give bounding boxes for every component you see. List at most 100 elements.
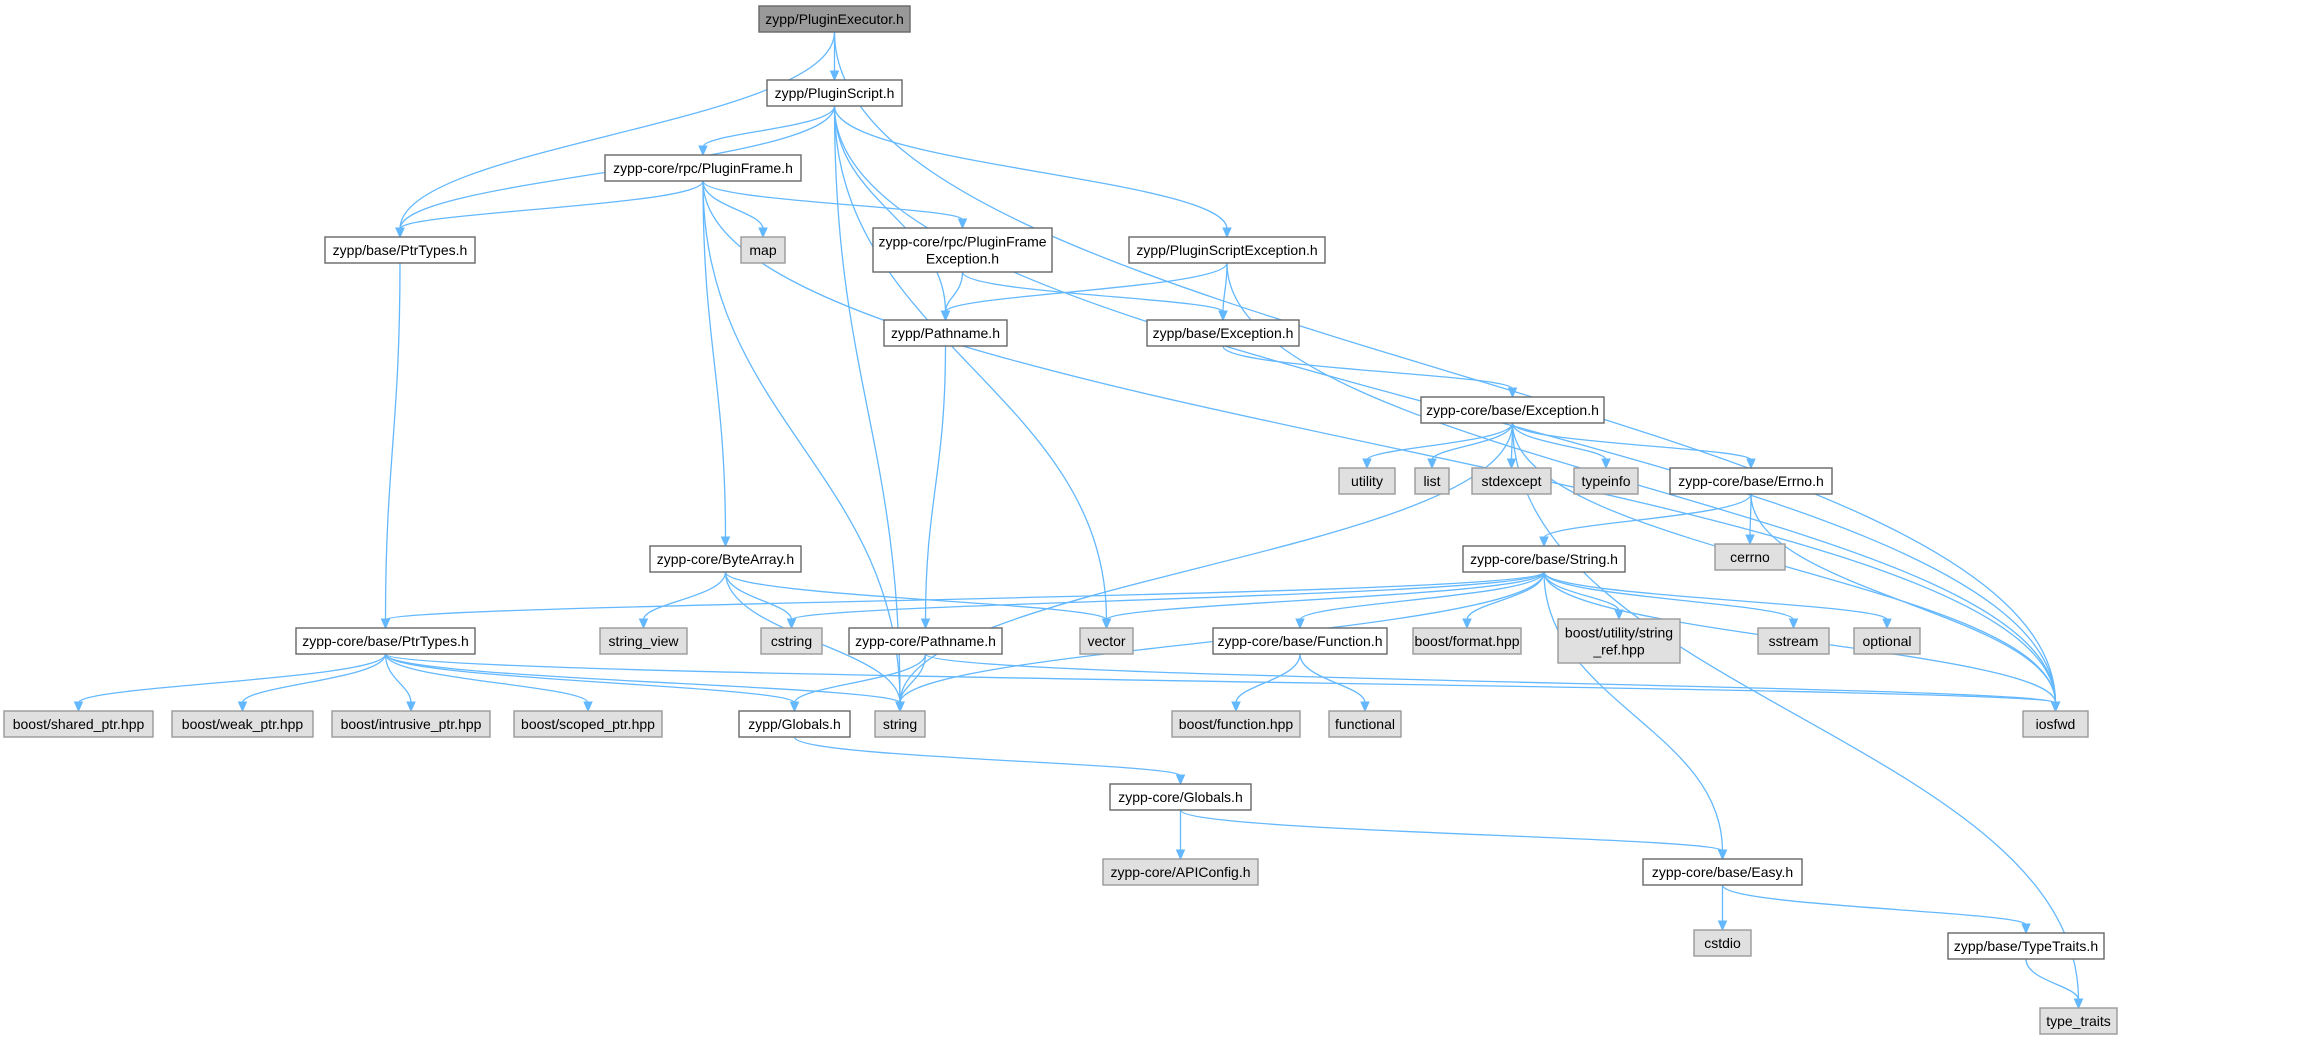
include-edge bbox=[1179, 809, 1724, 852]
node-box bbox=[1714, 543, 1786, 571]
node-box bbox=[760, 627, 823, 655]
node-type-traits: type_traits bbox=[2039, 1007, 2118, 1035]
node-typeinfo: typeinfo bbox=[1573, 467, 1639, 495]
include-edge bbox=[790, 571, 1545, 621]
edge-arrowhead bbox=[1222, 227, 1232, 239]
edge-arrowhead bbox=[2050, 701, 2061, 713]
node-label: functional bbox=[1335, 716, 1395, 732]
node-box bbox=[758, 5, 911, 33]
node-label: zypp/PluginExecutor.h bbox=[765, 11, 904, 27]
edge-arrowhead bbox=[1462, 618, 1472, 630]
node-box bbox=[513, 710, 663, 738]
node-box bbox=[1471, 467, 1552, 495]
node-string-view: string_view bbox=[599, 627, 688, 655]
include-edge bbox=[833, 105, 947, 313]
edge-arrowhead bbox=[1539, 536, 1549, 548]
node-zypp-core-pathname-h[interactable]: zypp-core/Pathname.h bbox=[848, 627, 1003, 655]
node-label: zypp-core/Globals.h bbox=[1118, 789, 1243, 805]
node-label: stdexcept bbox=[1482, 473, 1542, 489]
node-label: boost/shared_ptr.hpp bbox=[13, 716, 145, 732]
node-box bbox=[738, 710, 851, 738]
node-label: boost/utility/string bbox=[1565, 625, 1673, 641]
node-box bbox=[1642, 858, 1803, 886]
node-box bbox=[1853, 627, 1921, 655]
edge-arrowhead bbox=[758, 227, 768, 239]
include-edge bbox=[702, 180, 901, 704]
edge-arrowhead bbox=[1175, 774, 1186, 786]
edge-arrowhead bbox=[1427, 458, 1437, 470]
node-zypp-pluginscriptexception-h[interactable]: zypp/PluginScriptException.h bbox=[1128, 236, 1326, 264]
node-label: zypp-core/ByteArray.h bbox=[657, 551, 794, 567]
include-edge bbox=[724, 571, 793, 621]
edge-arrowhead bbox=[1882, 618, 1892, 630]
include-edge bbox=[384, 262, 401, 621]
include-edge bbox=[384, 653, 412, 704]
node-label: zypp-core/rpc/PluginFrame.h bbox=[613, 160, 793, 176]
include-edge bbox=[1511, 422, 2080, 1001]
node-zypp-core-base-errno-h[interactable]: zypp-core/base/Errno.h bbox=[1669, 467, 1833, 495]
node-zypp-core-bytearray-h[interactable]: zypp-core/ByteArray.h bbox=[649, 545, 802, 573]
node-boost-intrusive-ptr-hpp: boost/intrusive_ptr.hpp bbox=[331, 710, 491, 738]
include-edge bbox=[944, 271, 964, 313]
include-edge bbox=[1750, 493, 2057, 704]
node-box bbox=[1573, 467, 1639, 495]
node-boost-shared-ptr-hpp: boost/shared_ptr.hpp bbox=[3, 710, 154, 738]
node-zypp-base-typetraits-h[interactable]: zypp/base/TypeTraits.h bbox=[1947, 932, 2105, 960]
node-vector: vector bbox=[1079, 627, 1134, 655]
include-edge bbox=[384, 653, 2057, 704]
node-zypp-core-base-exception-h[interactable]: zypp-core/base/Exception.h bbox=[1420, 396, 1605, 424]
include-edge bbox=[77, 653, 387, 704]
edge-arrowhead bbox=[73, 701, 84, 713]
node-box bbox=[883, 319, 1008, 347]
node-zypp-core-rpc-pluginframe-h[interactable]: zypp-core/rpc/PluginFrame.h bbox=[604, 154, 802, 182]
node-box bbox=[1414, 467, 1450, 495]
node-label: zypp-core/base/Errno.h bbox=[1678, 473, 1824, 489]
node-label: type_traits bbox=[2046, 1013, 2111, 1029]
node-boost-utility-string-ref-hpp: boost/utility/string_ref.hpp bbox=[1557, 618, 1681, 664]
node-label: list bbox=[1423, 473, 1440, 489]
node-zypp-pathname-h[interactable]: zypp/Pathname.h bbox=[883, 319, 1008, 347]
node-label: cstring bbox=[771, 633, 812, 649]
node-box bbox=[2022, 710, 2089, 738]
node-label: zypp/PluginScriptException.h bbox=[1136, 242, 1317, 258]
edge-arrowhead bbox=[638, 618, 649, 630]
node-zypp-core-base-easy-h[interactable]: zypp-core/base/Easy.h bbox=[1642, 858, 1803, 886]
node-label: cstdio bbox=[1704, 935, 1741, 951]
node-zypp-globals-h[interactable]: zypp/Globals.h bbox=[738, 710, 851, 738]
node-zypp-core-base-function-h[interactable]: zypp-core/base/Function.h bbox=[1212, 627, 1388, 655]
node-zypp-core-globals-h[interactable]: zypp-core/Globals.h bbox=[1109, 783, 1252, 811]
edge-arrowhead bbox=[789, 701, 800, 713]
include-edge bbox=[384, 653, 589, 704]
include-edge bbox=[1222, 262, 1228, 313]
node-box bbox=[331, 710, 491, 738]
include-edge bbox=[944, 262, 1228, 313]
include-edge bbox=[642, 571, 727, 621]
include-edge bbox=[702, 180, 727, 539]
edge-arrowhead bbox=[406, 701, 416, 713]
node-label: zypp/Globals.h bbox=[748, 716, 841, 732]
node-boost-format-hpp: boost/format.hpp bbox=[1412, 627, 1522, 655]
node-label: zypp-core/base/String.h bbox=[1470, 551, 1618, 567]
node-zypp-pluginexecutor-h[interactable]: zypp/PluginExecutor.h bbox=[758, 5, 911, 33]
include-edge bbox=[1543, 493, 1752, 539]
node-zypp-core-base-string-h[interactable]: zypp-core/base/String.h bbox=[1462, 545, 1626, 573]
include-edge bbox=[1299, 653, 1366, 704]
include-edge bbox=[1543, 571, 1724, 852]
edge-arrowhead bbox=[895, 701, 905, 713]
edge-arrowhead bbox=[698, 145, 708, 157]
node-box bbox=[3, 710, 154, 738]
include-edge bbox=[833, 105, 901, 704]
include-edge bbox=[899, 653, 927, 704]
node-boost-weak-ptr-hpp: boost/weak_ptr.hpp bbox=[171, 710, 314, 738]
node-box bbox=[1338, 467, 1396, 495]
node-zypp-pluginscript-h[interactable]: zypp/PluginScript.h bbox=[766, 79, 903, 107]
node-zypp-base-exception-h[interactable]: zypp/base/Exception.h bbox=[1146, 319, 1300, 347]
node-cstdio: cstdio bbox=[1693, 929, 1752, 957]
node-zypp-core-base-ptrtypes-h[interactable]: zypp-core/base/PtrTypes.h bbox=[295, 627, 476, 655]
include-edge bbox=[924, 653, 2057, 704]
node-label: map bbox=[749, 242, 776, 258]
include-edge bbox=[1222, 345, 1514, 390]
node-box bbox=[1669, 467, 1833, 495]
node-zypp-base-ptrtypes-h[interactable]: zypp/base/PtrTypes.h bbox=[324, 236, 476, 264]
